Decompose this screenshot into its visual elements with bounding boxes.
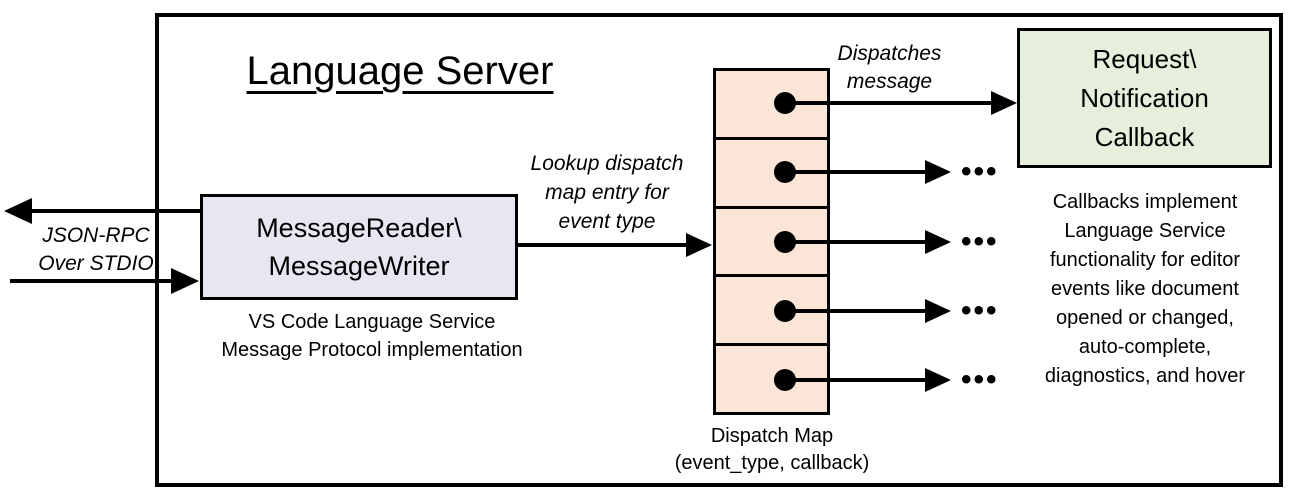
- dispatch-map-cell-2: [716, 136, 827, 206]
- message-reader-caption-line1: VS Code Language Service: [248, 311, 496, 333]
- callbacks-note-line5: opened or changed,: [1056, 307, 1234, 329]
- diagram-title-text: Language Server: [246, 49, 554, 93]
- lookup-dispatch-label-line3: event type: [558, 210, 656, 233]
- message-writer-label: MessageWriter: [268, 251, 450, 281]
- language-server-frame: [155, 13, 1283, 487]
- dispatch-map-caption: Dispatch Map (event_type, callback): [622, 423, 922, 477]
- callbacks-note-line1: Callbacks implement: [1052, 191, 1238, 213]
- request-notification-callback-box: Request\ Notification Callback: [1017, 28, 1272, 168]
- dispatch-map-cell-5: [716, 343, 827, 412]
- ellipsis-row4: •••: [961, 294, 999, 327]
- callbacks-note-line2: Language Service: [1064, 220, 1226, 242]
- stdio-label: JSON-RPC Over STDIO: [10, 222, 182, 278]
- ellipsis-row3: •••: [961, 225, 999, 258]
- lookup-dispatch-label: Lookup dispatch map entry for event type: [517, 149, 697, 236]
- callbacks-note-line6: auto-complete,: [1078, 336, 1212, 358]
- lookup-dispatch-label-line2: map entry for: [545, 181, 669, 204]
- stdio-label-line2: Over STDIO: [38, 252, 154, 275]
- callback-box-line2: Notification: [1080, 82, 1209, 113]
- callbacks-note-line7: diagnostics, and hover: [1044, 365, 1246, 387]
- message-reader-caption: VS Code Language Service Message Protoco…: [212, 308, 532, 364]
- dispatch-map-cell-1: [716, 71, 827, 137]
- dispatches-message-label: Dispatches message: [822, 40, 957, 96]
- dispatch-map-cell-4: [716, 274, 827, 343]
- ellipsis-row2: •••: [961, 155, 999, 188]
- callbacks-note-line3: functionality for editor: [1049, 249, 1241, 271]
- callback-box-line1: Request\: [1092, 43, 1197, 74]
- dispatches-message-label-line2: message: [846, 70, 933, 93]
- dispatch-map: [713, 68, 830, 415]
- message-reader-caption-line2: Message Protocol implementation: [221, 339, 523, 361]
- dispatch-map-caption-line1: Dispatch Map: [710, 425, 834, 447]
- stdio-label-line1: JSON-RPC: [42, 224, 150, 247]
- diagram-title: Language Server: [200, 48, 600, 94]
- message-reader-writer-box: MessageReader\ MessageWriter: [200, 194, 518, 300]
- message-reader-label: MessageReader\: [256, 213, 462, 243]
- ellipsis-row5: •••: [961, 363, 999, 396]
- lookup-dispatch-label-line1: Lookup dispatch: [530, 152, 684, 175]
- callbacks-note: Callbacks implement Language Service fun…: [1002, 188, 1288, 391]
- callback-box-line3: Callback: [1094, 121, 1195, 152]
- dispatch-map-cell-3: [716, 205, 827, 275]
- callbacks-note-line4: events like document: [1051, 278, 1239, 300]
- dispatches-message-label-line1: Dispatches: [837, 42, 942, 65]
- dispatch-map-caption-line2: (event_type, callback): [674, 452, 870, 474]
